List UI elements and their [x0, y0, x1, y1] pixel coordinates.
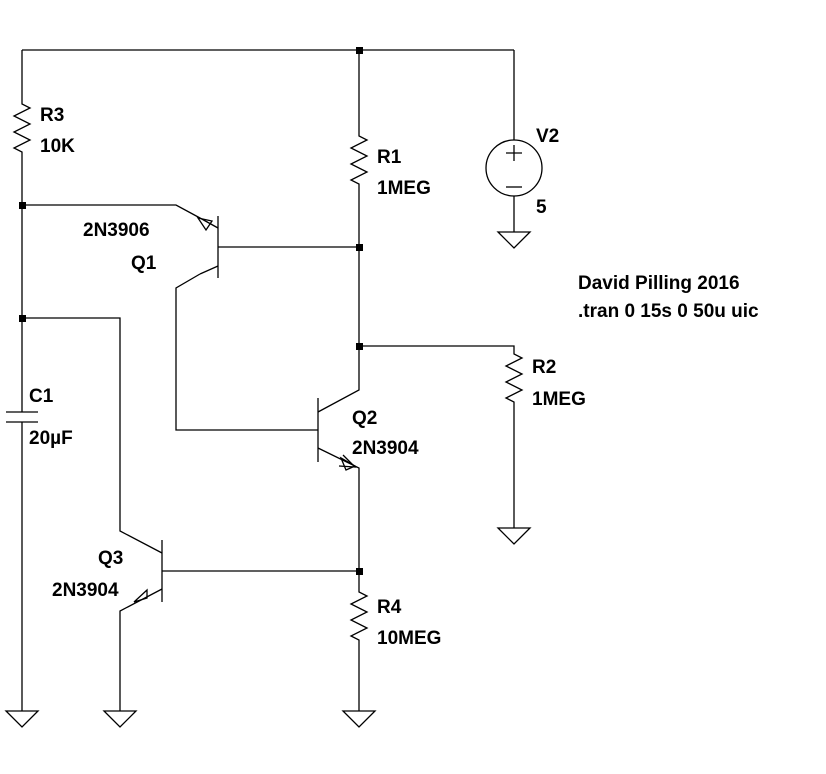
ground-icon [341, 710, 377, 728]
r1-name-label: R1 [377, 147, 402, 168]
r2-name-label: R2 [532, 357, 556, 378]
ground-icon [496, 231, 532, 249]
ground-icon [4, 710, 40, 728]
junction-dot [356, 568, 363, 575]
r3-name-label: R3 [40, 105, 64, 126]
r4-name-label: R4 [377, 597, 402, 618]
r1-value-label: 1MEG [377, 178, 431, 199]
q1-model-label: 2N3906 [83, 220, 150, 241]
ground-symbols [4, 231, 532, 728]
r2-value-label: 1MEG [532, 389, 586, 410]
c1-name-label: C1 [29, 386, 54, 407]
junction-dot [19, 315, 26, 322]
emitter-arrow-icon [133, 588, 148, 603]
resistor-r4-symbol [349, 584, 369, 650]
emitter-arrow-outline [338, 454, 357, 468]
plus-sign-icon [506, 145, 522, 161]
wire-center-column [317, 192, 360, 413]
author-note: David Pilling 2016 [578, 273, 740, 294]
q1-name-label: Q1 [131, 253, 157, 274]
v2-name-label: V2 [536, 126, 559, 147]
wire-q3-emitter [119, 588, 163, 711]
transistor-q1-pnp-symbol [196, 216, 219, 278]
wires [21, 49, 515, 711]
q2-name-label: Q2 [352, 408, 377, 429]
emitter-arrow-icon [196, 217, 214, 232]
resistor-r1-symbol [349, 128, 369, 192]
resistor-r2-symbol [504, 348, 524, 410]
junction-dot [356, 47, 363, 54]
junction-dot [356, 244, 363, 251]
emitter-arrow-icon [339, 456, 357, 471]
capacitor-c1-symbol [6, 411, 38, 423]
c1-value-label: 20µF [29, 428, 73, 449]
q3-name-label: Q3 [98, 548, 123, 569]
q2-model-label: 2N3904 [352, 438, 419, 459]
junction-dot [356, 343, 363, 350]
wire-q1-emitter [22, 204, 201, 219]
wire-q2-base [175, 273, 318, 431]
q3-model-label: 2N3904 [52, 580, 119, 601]
ground-icon [496, 527, 532, 545]
junction-dot [19, 202, 26, 209]
resistor-r3-symbol [12, 96, 32, 160]
r3-value-label: 10K [40, 136, 75, 157]
wire-q2-emitter [317, 447, 360, 584]
wire-r2-top [359, 345, 515, 348]
junctions [19, 47, 363, 575]
voltage-source-v2-symbol [485, 139, 543, 197]
transistor-q2-npn-symbol [317, 398, 357, 471]
wire-q3-base [22, 317, 163, 554]
r4-value-label: 10MEG [377, 628, 441, 649]
simulation-directive: .tran 0 15s 0 50u uic [578, 301, 759, 322]
transistor-q3-npn-symbol [133, 540, 163, 603]
v2-value-label: 5 [536, 197, 547, 218]
ground-icon [102, 710, 138, 728]
